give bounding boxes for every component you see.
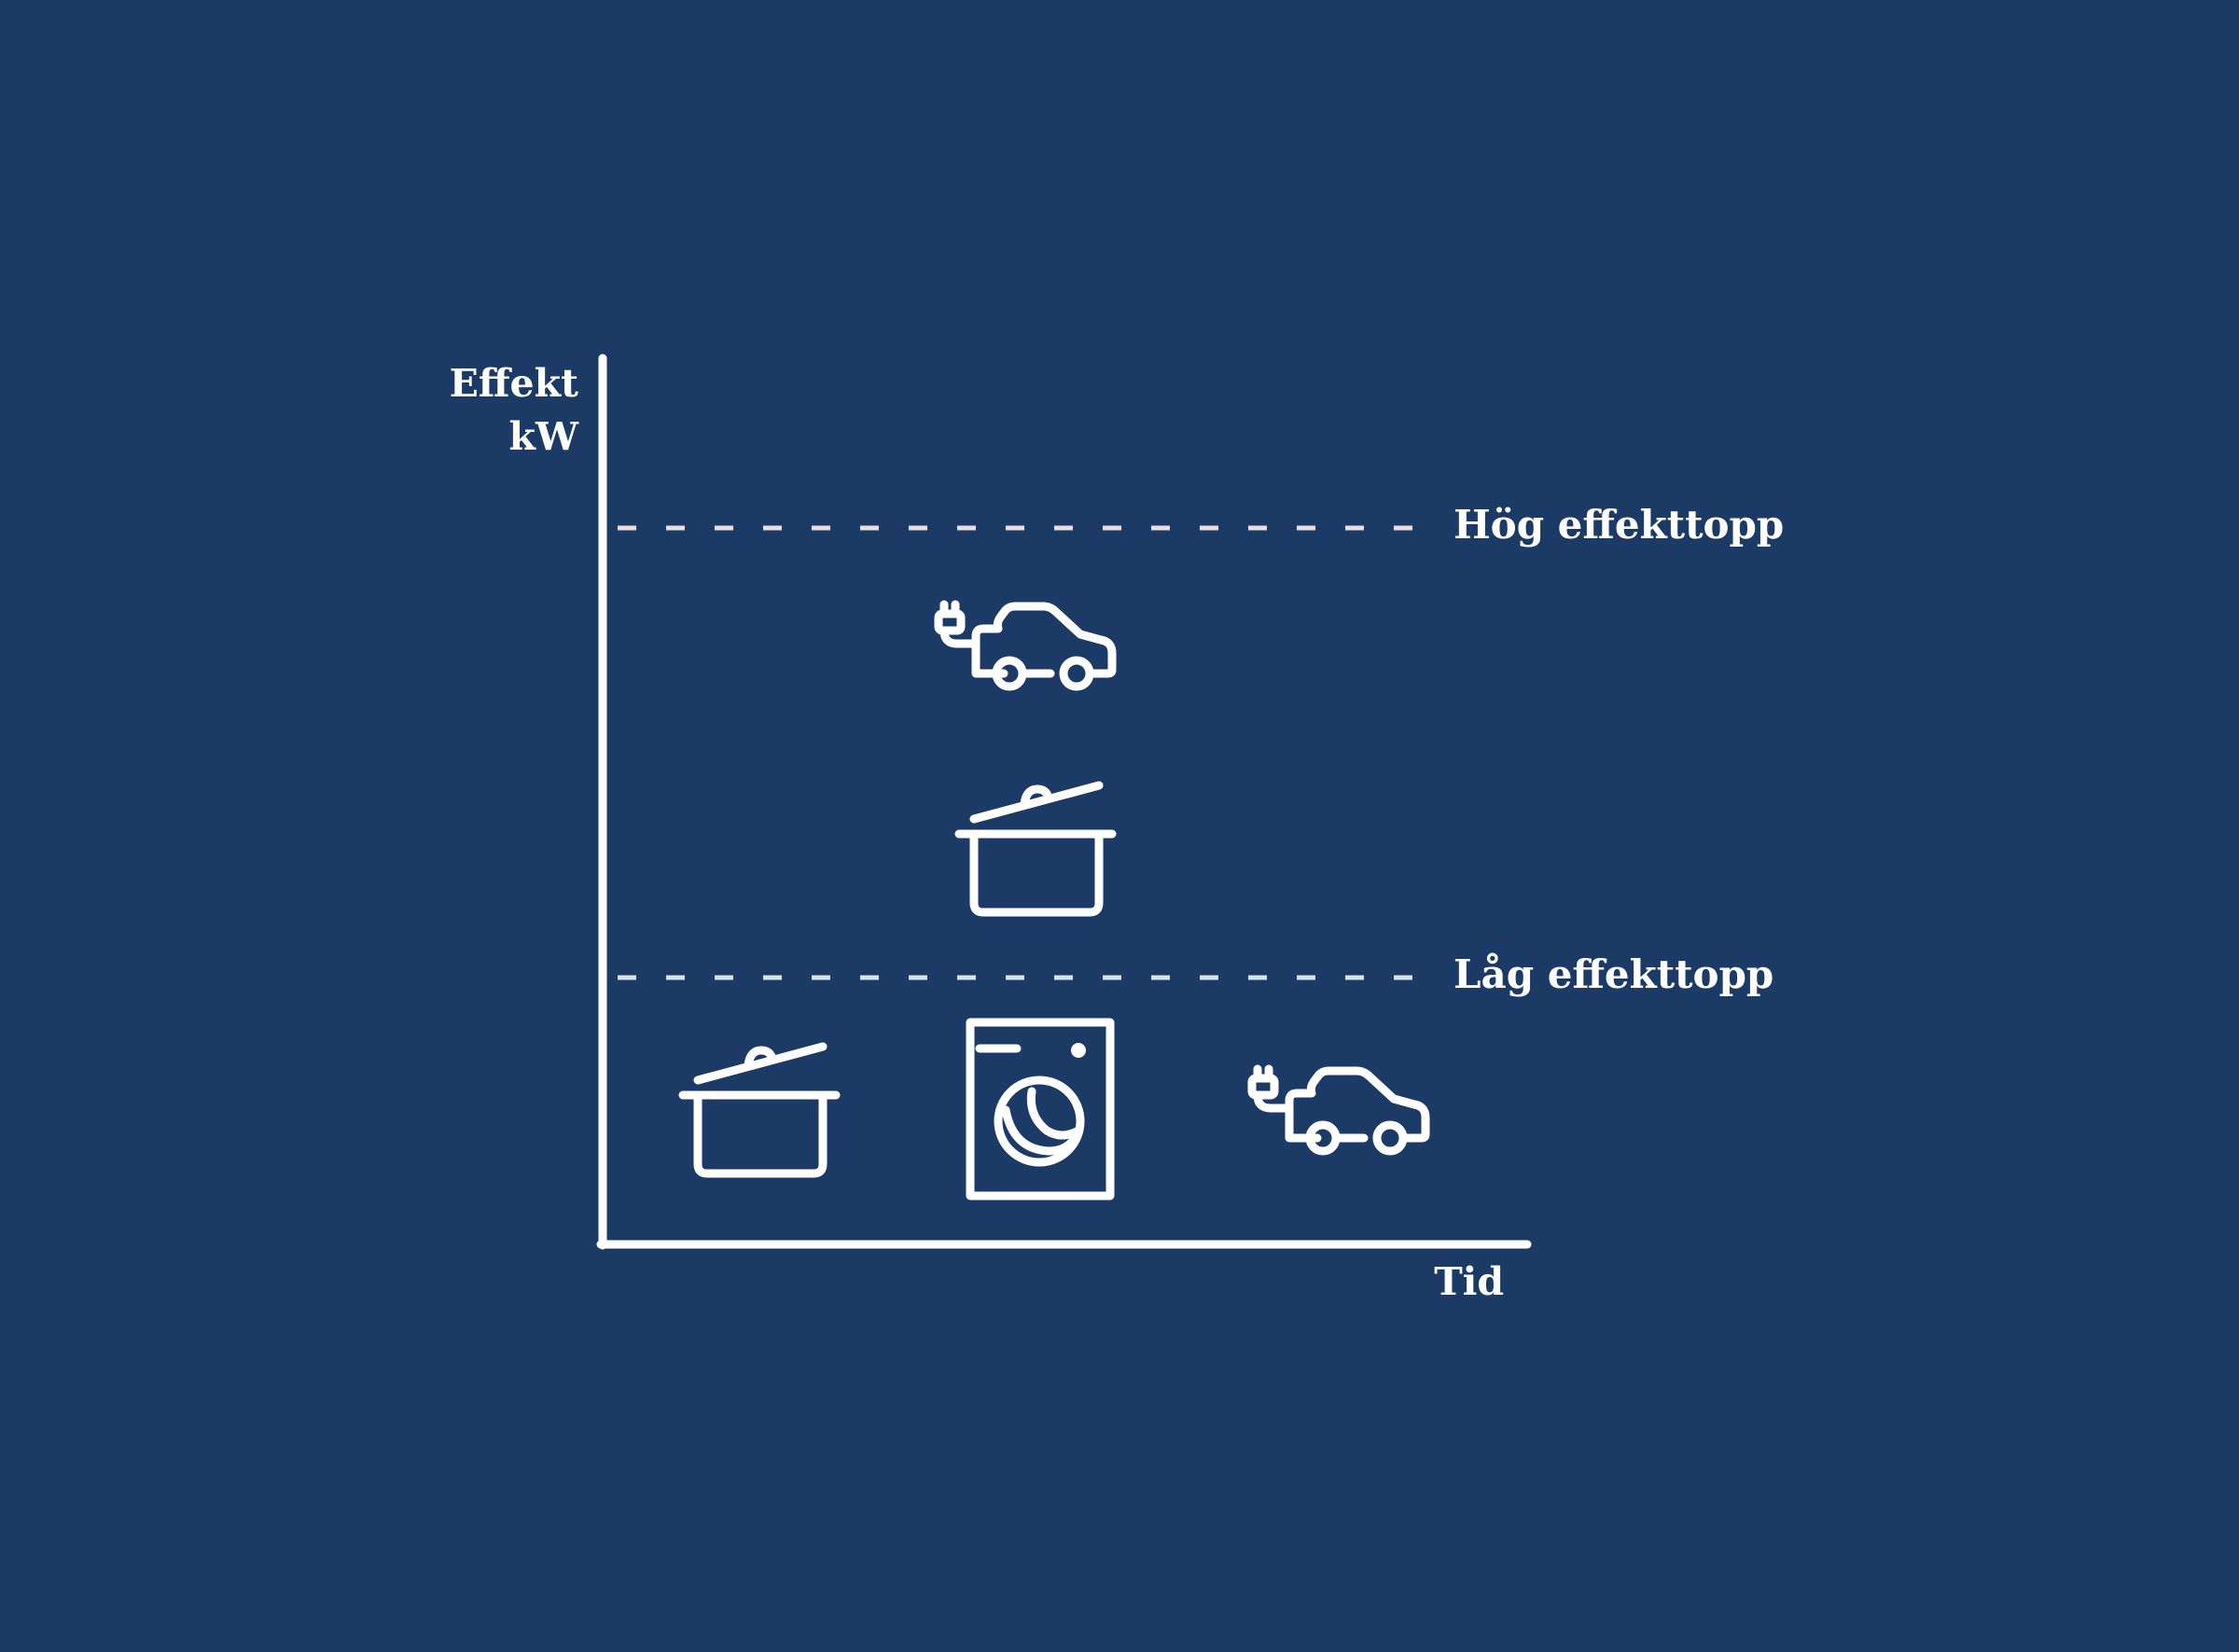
washing-machine-icon xyxy=(966,1018,1115,1201)
ev-car-icon xyxy=(934,600,1117,691)
y-axis-label-line2: kW xyxy=(509,414,579,459)
cooking-pot-icon xyxy=(954,781,1117,917)
high-peak-label: Hög effekttopp xyxy=(1453,502,1784,548)
low-peak-label: Låg effekttopp xyxy=(1453,951,1773,997)
y-axis-label-line1: Effekt xyxy=(450,361,578,406)
cooking-pot-icon xyxy=(678,1042,841,1178)
x-axis-label: Tid xyxy=(1434,1259,1504,1304)
ev-car-icon xyxy=(1247,1064,1430,1156)
